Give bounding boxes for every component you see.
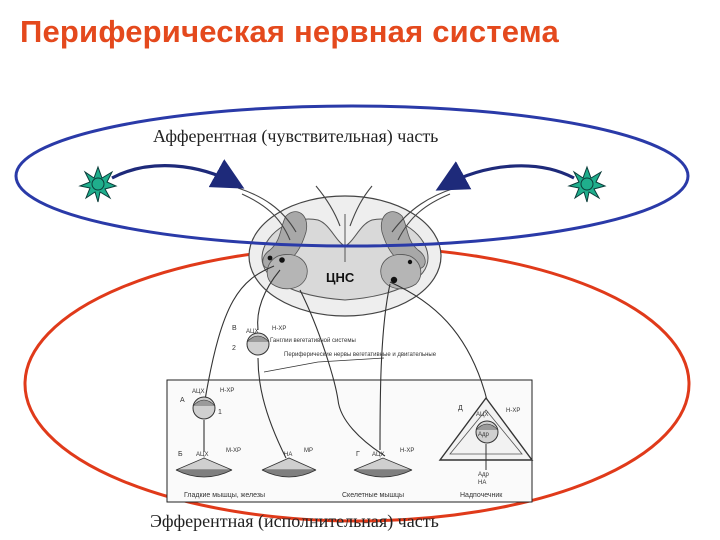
mediator-na-d: НА — [478, 480, 486, 486]
marker-1: 1 — [218, 409, 222, 416]
receptor-h-xp-a: Н-ХР — [220, 388, 234, 394]
caption-ganglion: Ганглии вегетативной системы — [270, 337, 356, 344]
caption-smooth: Гладкие мышцы, железы — [184, 492, 265, 499]
arrow-left — [111, 159, 245, 189]
caption-adrenal: Надпочечник — [460, 492, 503, 499]
receptor-star-right — [567, 165, 607, 203]
mediator-ach-b: АЦХ — [196, 452, 208, 458]
receptor-adr-cell: Адр — [478, 432, 490, 438]
arrow-right — [435, 161, 575, 191]
cns-label: ЦНС — [326, 270, 355, 285]
efferent-pathways — [203, 265, 489, 459]
receptor-mp: МР — [304, 448, 313, 454]
slide-title: Периферическая нервная система — [20, 14, 559, 49]
caption-pointers — [263, 357, 385, 373]
spinal-cord — [248, 195, 442, 317]
afferent-label: Афферентная (чувствительная) часть — [153, 126, 439, 146]
marker-2: 2 — [232, 345, 236, 352]
caption-peripheral-nerves: Периферические нервы вегетативные и двиг… — [284, 352, 437, 358]
caption-skeletal: Скелетные мышцы — [342, 492, 404, 499]
receptor-h-xp-g: Н-ХР — [400, 448, 414, 454]
afferent-ellipse — [14, 104, 690, 248]
ganglion-cell-v — [246, 332, 270, 356]
receptor-m-xp-b: М-ХР — [226, 448, 241, 454]
mediator-ach-v: АЦХ — [246, 329, 258, 335]
mediator-ach-a: АЦХ — [192, 389, 204, 395]
receptor-h-xp-v: Н-ХР — [272, 326, 286, 332]
efferent-label: Эфферентная (исполнительная) часть — [150, 511, 439, 531]
ganglion-cell-a — [192, 396, 216, 420]
mediator-ach-g: АЦХ — [372, 452, 384, 458]
receptor-h-xp-d: Н-ХР — [506, 408, 520, 414]
marker-g: Г — [356, 451, 360, 458]
receptor-star-left — [78, 165, 118, 203]
effector-skeletal-muscle — [353, 457, 413, 478]
mediator-adr: Адр — [478, 472, 490, 478]
adrenal-gland — [438, 396, 534, 470]
mediator-ach-d: АЦХ — [476, 412, 488, 418]
marker-b: Б — [178, 451, 183, 458]
marker-a: А — [180, 397, 185, 404]
effector-smooth-muscle-na — [261, 457, 317, 478]
marker-d: Д — [458, 405, 463, 412]
marker-v: В — [232, 325, 237, 332]
mediator-na: НА — [284, 452, 292, 458]
effector-smooth-muscle-b — [175, 457, 233, 478]
